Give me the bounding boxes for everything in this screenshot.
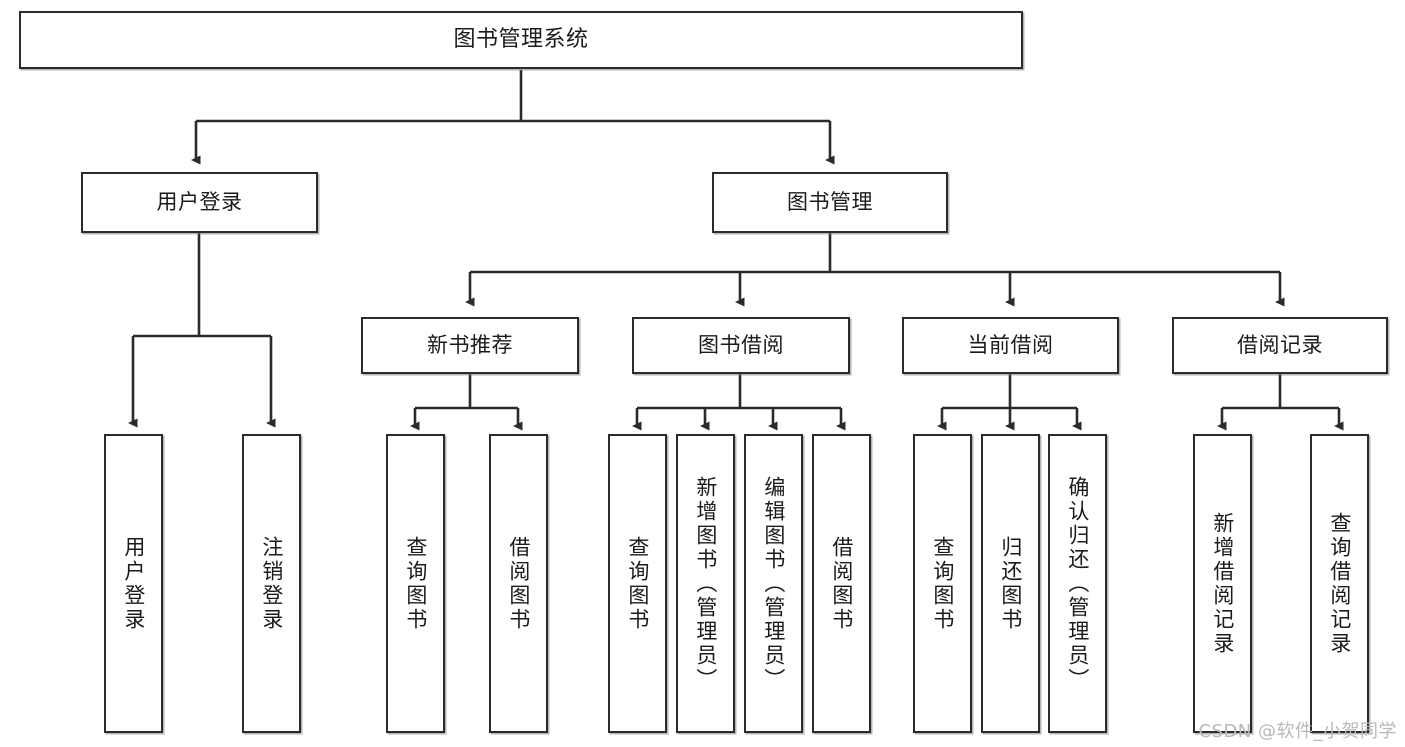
node-borrow-record[interactable]: 借阅记录 xyxy=(1172,317,1388,374)
node-leaf-query-record[interactable]: 查询借阅记录 xyxy=(1310,434,1369,733)
node-label: 借阅图书 xyxy=(506,535,531,632)
node-label: 新书推荐 xyxy=(427,333,513,358)
node-label: 图书借阅 xyxy=(698,333,784,358)
node-label: 归还图书 xyxy=(998,535,1023,632)
node-label: 查询图书 xyxy=(625,535,650,632)
node-label: 查询图书 xyxy=(403,535,428,632)
node-label: 注销登录 xyxy=(259,535,284,632)
node-label: 确认归还（管理员） xyxy=(1065,475,1090,692)
node-leaf-query-book-2[interactable]: 查询图书 xyxy=(608,434,667,733)
node-label: 借阅记录 xyxy=(1237,333,1323,358)
node-book-management[interactable]: 图书管理 xyxy=(712,172,948,233)
node-leaf-logout[interactable]: 注销登录 xyxy=(242,434,301,733)
node-label: 新增借阅记录 xyxy=(1210,511,1235,656)
node-leaf-add-record[interactable]: 新增借阅记录 xyxy=(1193,434,1252,733)
node-root-system[interactable]: 图书管理系统 xyxy=(19,11,1023,69)
node-label: 图书管理系统 xyxy=(453,27,589,53)
node-leaf-query-book-3[interactable]: 查询图书 xyxy=(913,434,972,733)
node-label: 编辑图书（管理员） xyxy=(761,475,786,692)
node-leaf-add-book[interactable]: 新增图书（管理员） xyxy=(676,434,735,733)
node-leaf-user-login[interactable]: 用户登录 xyxy=(104,434,163,733)
node-leaf-borrow-book-2[interactable]: 借阅图书 xyxy=(812,434,871,733)
node-book-borrow[interactable]: 图书借阅 xyxy=(632,317,850,374)
node-leaf-query-book-1[interactable]: 查询图书 xyxy=(386,434,445,733)
node-leaf-edit-book[interactable]: 编辑图书（管理员） xyxy=(744,434,803,733)
node-label: 查询图书 xyxy=(930,535,955,632)
node-leaf-borrow-book-1[interactable]: 借阅图书 xyxy=(489,434,548,733)
csdn-watermark: CSDN @软件_小贺同学 xyxy=(1198,721,1397,742)
node-leaf-return-book[interactable]: 归还图书 xyxy=(981,434,1040,733)
node-label: 查询借阅记录 xyxy=(1327,511,1352,656)
node-user-login[interactable]: 用户登录 xyxy=(81,172,318,233)
node-current-borrow[interactable]: 当前借阅 xyxy=(902,317,1119,374)
node-label: 用户登录 xyxy=(121,535,146,632)
node-label: 新增图书（管理员） xyxy=(693,475,718,692)
node-label: 当前借阅 xyxy=(967,333,1054,358)
node-new-book-recommend[interactable]: 新书推荐 xyxy=(361,317,579,374)
node-leaf-confirm-return[interactable]: 确认归还（管理员） xyxy=(1048,434,1107,733)
node-label: 用户登录 xyxy=(156,190,243,215)
node-label: 借阅图书 xyxy=(829,535,854,632)
node-label: 图书管理 xyxy=(787,190,873,215)
